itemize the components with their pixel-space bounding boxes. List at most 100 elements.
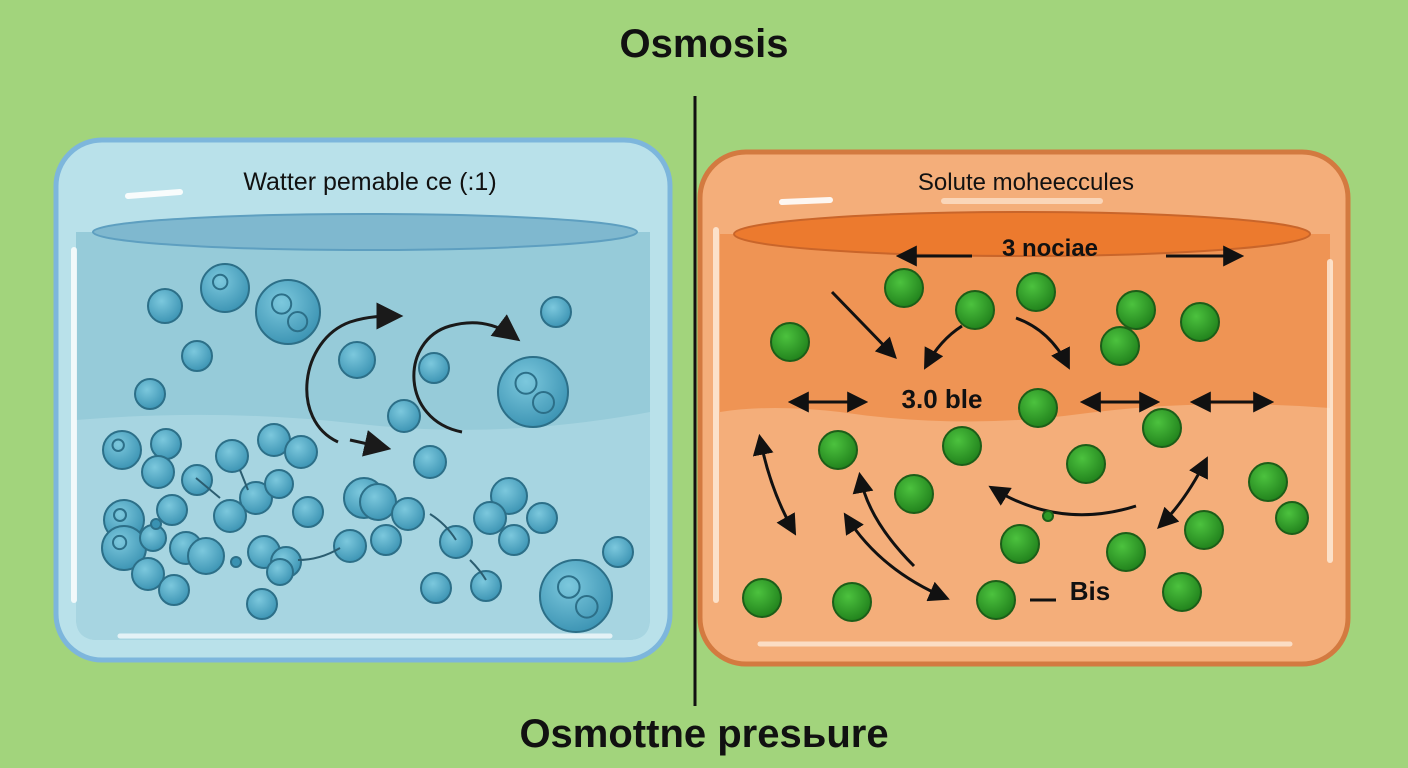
bottom-label: Osmottne presьure xyxy=(519,712,889,756)
water-molecule xyxy=(333,529,367,563)
water-molecule xyxy=(150,428,182,460)
solute-molecule xyxy=(942,426,982,466)
water-molecule xyxy=(387,399,421,433)
solute-molecule xyxy=(1066,444,1106,484)
water-molecule xyxy=(420,572,452,604)
solute-molecule xyxy=(1275,501,1309,535)
arrow xyxy=(988,485,1137,517)
left-container-label: Watter pemable ce (:1) xyxy=(243,168,496,196)
water-molecule xyxy=(181,340,213,372)
water-molecule xyxy=(359,483,397,521)
water-molecule xyxy=(473,501,507,535)
annotation-top: 3 nociae xyxy=(1002,235,1098,262)
water-molecule xyxy=(470,570,502,602)
solute-molecule xyxy=(1018,388,1058,428)
solute-molecule xyxy=(1100,326,1140,366)
solute-molecule xyxy=(1106,532,1146,572)
water-molecule-detail xyxy=(111,438,125,452)
water-molecule-detail xyxy=(575,595,599,619)
arrow xyxy=(830,290,897,360)
water-molecule-detail xyxy=(112,534,128,551)
water-molecule xyxy=(338,341,376,379)
strand xyxy=(429,513,457,541)
flow-arrow xyxy=(305,302,404,444)
water-molecule-detail xyxy=(271,293,293,315)
solute-molecule xyxy=(1248,462,1288,502)
water-molecule xyxy=(131,557,165,591)
water-molecule xyxy=(413,445,447,479)
solute-molecule xyxy=(1184,510,1224,550)
water-molecule-detail xyxy=(212,273,229,291)
left-water-surface xyxy=(92,213,638,251)
arrow xyxy=(1157,456,1208,529)
water-molecule xyxy=(391,497,425,531)
left-glass-highlight-top xyxy=(125,189,183,199)
strand xyxy=(195,477,221,499)
strand xyxy=(297,547,341,561)
solute-molecule xyxy=(818,430,858,470)
water-molecule-detail xyxy=(113,508,127,522)
solute-molecule xyxy=(884,268,924,308)
solute-molecule xyxy=(894,474,934,514)
water-molecule-detail xyxy=(287,311,309,333)
solute-molecule xyxy=(976,580,1016,620)
arrow xyxy=(924,324,963,370)
water-molecule xyxy=(141,455,175,489)
water-molecule xyxy=(540,296,572,328)
water-molecule xyxy=(439,525,473,559)
water-molecule xyxy=(187,537,225,575)
solute-molecule xyxy=(1116,290,1156,330)
solute-molecule xyxy=(832,582,872,622)
flow-arrow xyxy=(412,314,521,434)
solute-molecules xyxy=(742,268,1309,622)
right-glass-highlight-top xyxy=(779,197,833,205)
left-water-lower-layer xyxy=(76,412,650,640)
solute-particle xyxy=(1042,510,1054,522)
water-molecule-detail xyxy=(557,575,581,599)
flow-arrow xyxy=(349,430,392,457)
solute-molecule xyxy=(770,322,810,362)
annotation-middle: 3.0 ble xyxy=(902,384,983,414)
water-molecule xyxy=(246,588,278,620)
strand xyxy=(239,469,249,491)
water-particle xyxy=(230,556,242,568)
arrow xyxy=(752,433,797,536)
water-molecule xyxy=(215,439,249,473)
solute-molecule xyxy=(1180,302,1220,342)
water-molecule xyxy=(602,536,634,568)
solute-molecule xyxy=(955,290,995,330)
water-molecule xyxy=(264,469,294,499)
water-molecule xyxy=(418,352,450,384)
arrow xyxy=(843,512,950,602)
water-molecule-detail xyxy=(514,371,538,395)
solute-molecule xyxy=(1162,572,1202,612)
water-molecule xyxy=(213,499,247,533)
solute-molecule xyxy=(1142,408,1182,448)
right-solution-surface xyxy=(733,211,1311,257)
water-particle xyxy=(150,518,162,530)
water-strands xyxy=(195,469,487,581)
diagram-title: Osmosis xyxy=(619,22,789,66)
strand xyxy=(469,559,487,581)
water-molecule xyxy=(284,435,318,469)
left-container: Watter pemable ce (:1) xyxy=(53,137,673,663)
water-molecule xyxy=(156,494,188,526)
right-solution-upper xyxy=(720,234,1330,422)
water-molecule xyxy=(158,574,190,606)
right-container: Solute moheeccules 3 nociae 3.0 ble Bis xyxy=(697,149,1351,667)
solute-molecule xyxy=(1016,272,1056,312)
solute-arrows xyxy=(752,245,1275,602)
annotation-bottom: Bis xyxy=(1070,576,1110,606)
right-container-label: Solute moheeccules xyxy=(918,169,1134,196)
water-molecule xyxy=(147,288,183,324)
arrow xyxy=(1015,316,1070,370)
water-molecule-detail xyxy=(532,391,555,414)
water-molecule xyxy=(498,524,530,556)
solute-molecule xyxy=(1000,524,1040,564)
water-molecule xyxy=(526,502,558,534)
solute-molecule xyxy=(742,578,782,618)
water-molecule xyxy=(370,524,402,556)
water-molecules xyxy=(101,263,634,633)
water-molecule xyxy=(292,496,324,528)
